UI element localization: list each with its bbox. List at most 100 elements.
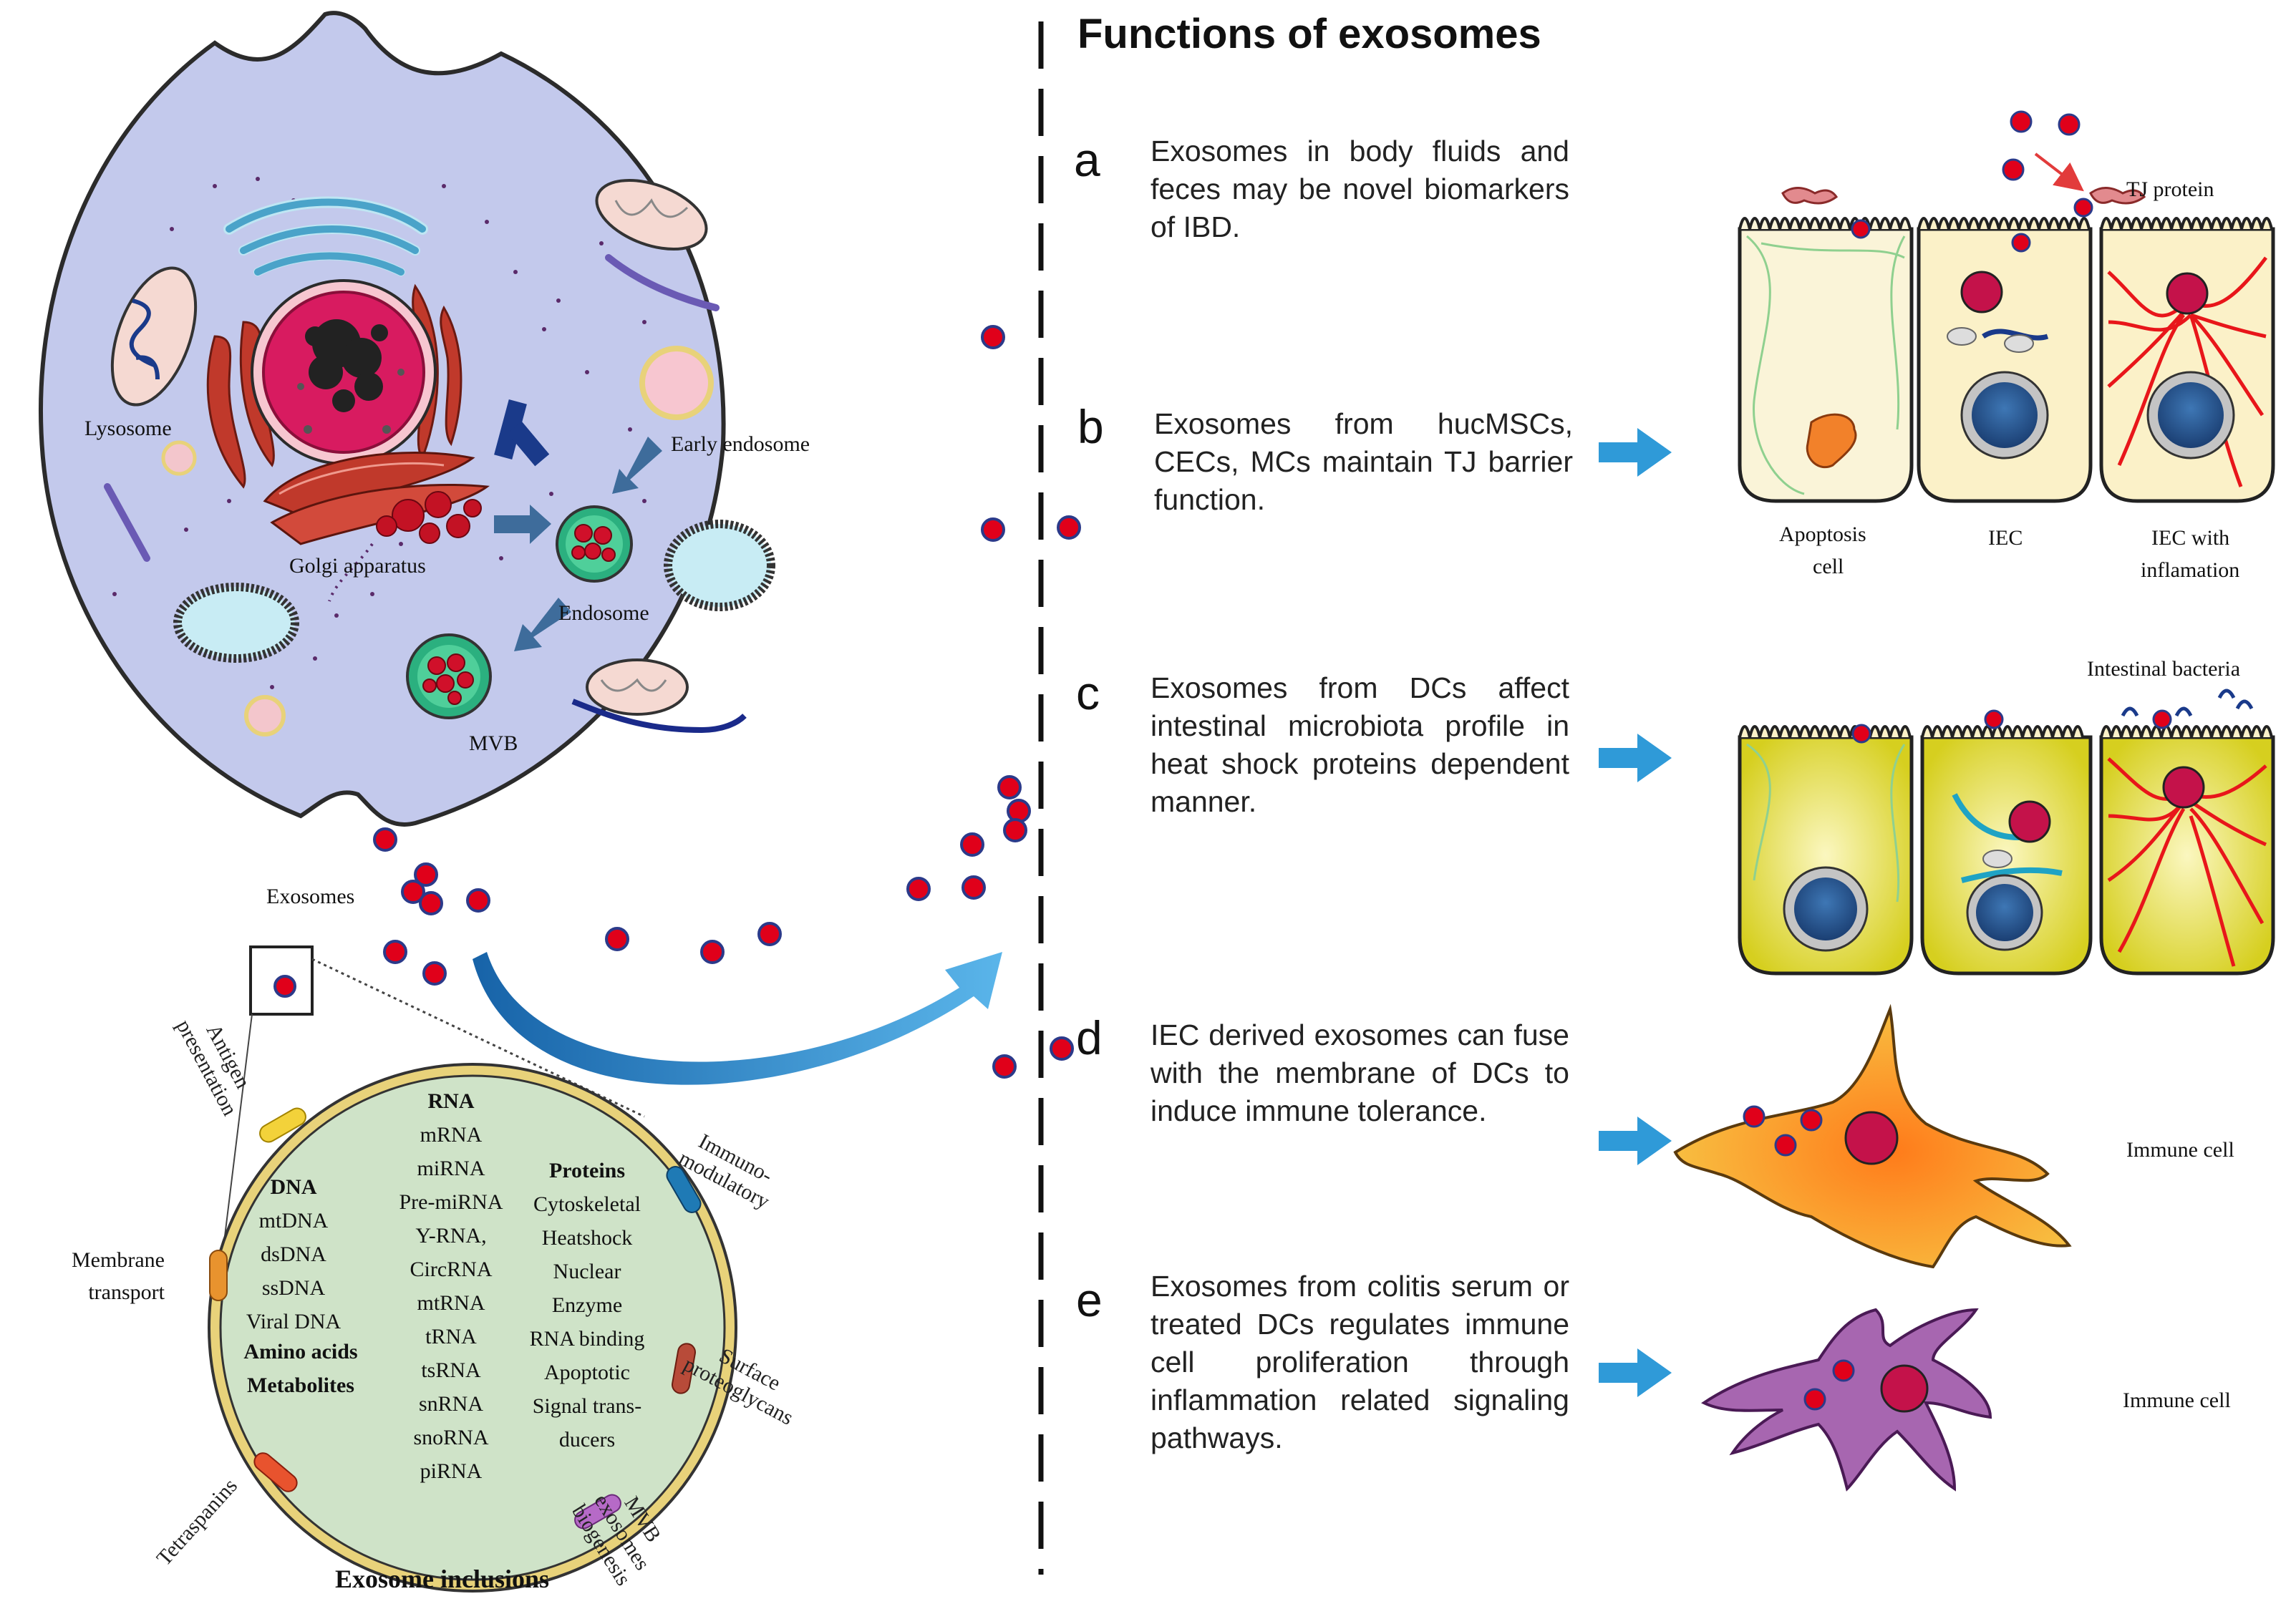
page-title: Functions of exosomes bbox=[1077, 11, 1541, 57]
rna-item: snRNA bbox=[418, 1392, 483, 1416]
rna-item: Pre-miRNA bbox=[399, 1190, 503, 1214]
tj-protein-2 bbox=[2089, 187, 2146, 205]
protein-item: RNA binding bbox=[529, 1327, 645, 1351]
rna-item: mRNA bbox=[420, 1123, 483, 1147]
mitochondrion-right-top bbox=[595, 178, 708, 251]
aa-metabolites: Amino acids Metabolites bbox=[229, 1335, 372, 1402]
function-letter-d: d bbox=[1076, 1011, 1103, 1064]
zoom-exosome bbox=[273, 975, 296, 998]
function-text-d: IEC derived exosomes can fuse with the m… bbox=[1151, 1018, 1569, 1127]
metabolites-label: Metabolites bbox=[247, 1373, 354, 1397]
iec-inflamed-cell bbox=[2099, 217, 2275, 503]
protein-item: Nuclear bbox=[553, 1260, 621, 1283]
tj-arrow bbox=[2034, 152, 2084, 192]
endoplasmic-reticulum bbox=[223, 196, 428, 276]
rna-item: piRNA bbox=[420, 1459, 483, 1483]
label-apoptosis-1: Apoptosis bbox=[1779, 522, 1866, 546]
label-golgi: Golgi apparatus bbox=[289, 554, 426, 578]
small-vesicle-bottom bbox=[244, 695, 286, 736]
function-text-e: Exosomes from colitis serum or treated D… bbox=[1151, 1270, 1569, 1454]
inclusions-title: Exosome inclusions bbox=[335, 1565, 550, 1593]
rna-column: RNA mRNA miRNA Pre-miRNA Y-RNA, CircRNA … bbox=[379, 1084, 523, 1488]
dna-column: DNA mtDNA dsDNA ssDNA Viral DNA bbox=[240, 1170, 347, 1338]
early-endosome bbox=[639, 346, 714, 420]
protein-item: Heatshock bbox=[541, 1226, 633, 1250]
label-immune-cell-e: Immune cell bbox=[2123, 1389, 2231, 1412]
cytoskeleton-fiber-right bbox=[605, 254, 720, 311]
label-iec-inflam-1: IEC with bbox=[2151, 526, 2230, 550]
mitochondrion-left bbox=[110, 266, 198, 407]
arrow-d bbox=[1599, 1117, 1672, 1165]
ring-organelle-right bbox=[664, 520, 775, 611]
function-text-b: Exosomes from hucMSCs, CECs, MCs maintai… bbox=[1154, 407, 1573, 516]
function-letter-c: c bbox=[1076, 666, 1100, 719]
dna-item: mtDNA bbox=[258, 1209, 329, 1232]
function-text-a: Exosomes in body fluids and feces may be… bbox=[1151, 135, 1569, 243]
label-apoptosis-2: cell bbox=[1813, 555, 1844, 578]
rna-item: tsRNA bbox=[421, 1358, 481, 1382]
label-tj-protein: TJ protein bbox=[2126, 178, 2214, 201]
exosome-inclusions-diagram bbox=[208, 1063, 737, 1593]
c-cell-2 bbox=[1920, 709, 2093, 976]
cytoskeleton-fiber-left bbox=[104, 483, 150, 562]
panel-c-cells bbox=[1738, 689, 2275, 976]
ring-organelle-left bbox=[173, 583, 299, 663]
label-early-endosome: Early endosome bbox=[671, 432, 810, 456]
trafficking-arrows bbox=[494, 437, 662, 651]
zoom-box bbox=[249, 945, 314, 1016]
nucleus bbox=[251, 279, 437, 465]
amino-acids-label: Amino acids bbox=[243, 1340, 358, 1363]
function-letter-a: a bbox=[1074, 133, 1100, 186]
membrane-protein-transport bbox=[209, 1250, 228, 1301]
membrane-protein-antigen bbox=[259, 1107, 306, 1143]
protein-item: Signal trans- bbox=[532, 1394, 642, 1418]
tj-protein-1 bbox=[1781, 187, 1839, 205]
c-cell-3 bbox=[2099, 689, 2275, 976]
rna-item: Y-RNA, bbox=[415, 1224, 487, 1248]
label-intestinal-bacteria: Intestinal bacteria bbox=[2087, 657, 2241, 681]
iec-cell bbox=[1917, 217, 2093, 503]
rna-heading: RNA bbox=[427, 1089, 475, 1113]
label-mvb: MVB bbox=[469, 731, 518, 755]
mitochondrion-right-bottom bbox=[571, 658, 747, 734]
apoptosis-cell bbox=[1738, 217, 1914, 503]
membrane-protein-immuno bbox=[666, 1166, 702, 1213]
small-vesicle-left bbox=[161, 440, 197, 476]
label-exosomes: Exosomes bbox=[266, 885, 354, 908]
endosome bbox=[556, 505, 633, 583]
arrow-c bbox=[1599, 734, 1672, 782]
label-immune-cell-d: Immune cell bbox=[2126, 1138, 2234, 1162]
mvb bbox=[406, 633, 492, 719]
zoom-line-left bbox=[221, 1013, 253, 1260]
released-exosomes bbox=[373, 325, 1081, 1079]
arrow-e bbox=[1599, 1348, 1672, 1397]
protein-item: Cytoskeletal bbox=[533, 1192, 641, 1216]
rna-item: CircRNA bbox=[410, 1258, 493, 1281]
membrane-protein-tetraspanin bbox=[253, 1452, 298, 1492]
dendritic-cell-d bbox=[1673, 1003, 2072, 1269]
panel-arrows bbox=[1599, 428, 1672, 1397]
label-endosome: Endosome bbox=[558, 601, 649, 625]
golgi-dotted-trail bbox=[328, 543, 374, 602]
membrane-protein-mvb bbox=[574, 1494, 621, 1530]
protein-item: Apoptotic bbox=[544, 1361, 630, 1384]
function-text-c: Exosomes from DCs affect intestinal micr… bbox=[1151, 671, 1569, 818]
label-iec-inflam-2: inflamation bbox=[2141, 558, 2240, 582]
dna-item: dsDNA bbox=[261, 1243, 326, 1266]
protein-heading: Proteins bbox=[548, 1159, 626, 1182]
panel-ab-cells bbox=[1738, 110, 2275, 503]
label-lysosome: Lysosome bbox=[84, 417, 172, 440]
golgi-vesicles bbox=[376, 491, 482, 544]
dna-heading: DNA bbox=[270, 1175, 317, 1199]
rna-item: snoRNA bbox=[413, 1426, 489, 1449]
rna-item: tRNA bbox=[425, 1325, 477, 1348]
c-cell-1 bbox=[1738, 724, 1914, 976]
protein-item: Enzyme bbox=[551, 1293, 623, 1317]
label-iec: IEC bbox=[1988, 526, 2023, 550]
arrow-b bbox=[1599, 428, 1672, 477]
membrane-protein-surface bbox=[672, 1343, 696, 1394]
rna-item: miRNA bbox=[417, 1157, 485, 1180]
protein-column: Proteins Cytoskeletal Heatshock Nuclear … bbox=[512, 1154, 662, 1457]
